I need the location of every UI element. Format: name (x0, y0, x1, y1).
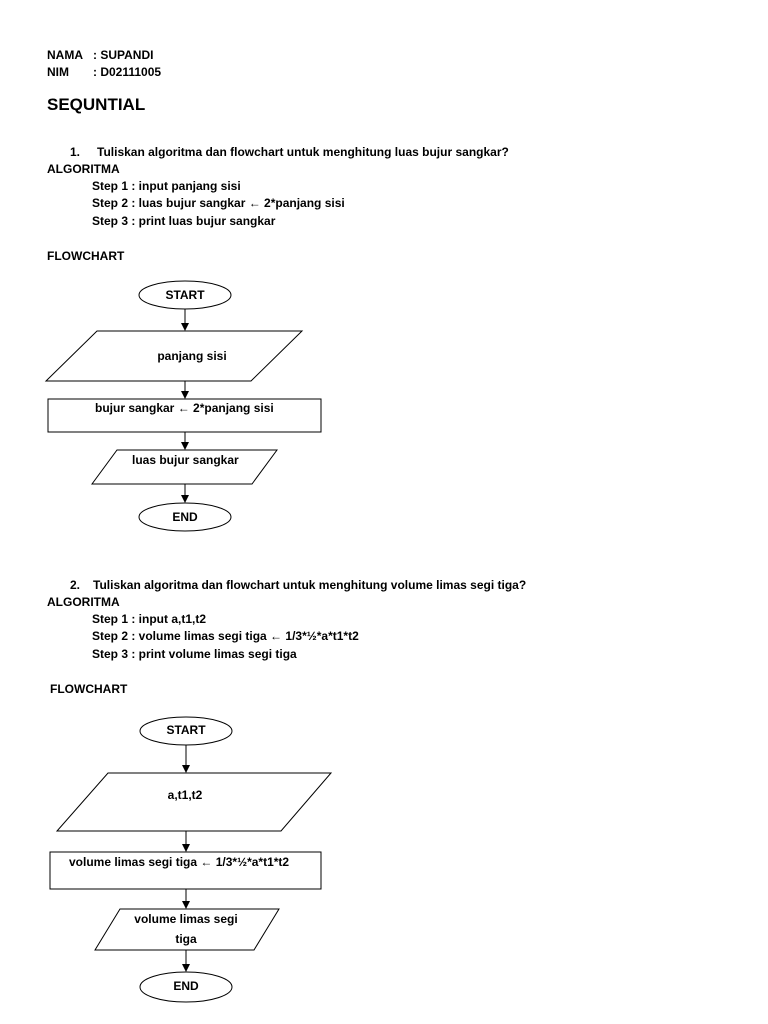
q1-question: Tuliskan algoritma dan flowchart untuk m… (97, 145, 509, 159)
fc1-output-parallelogram (91, 449, 278, 485)
q1-algoritma-label: ALGORITMA (47, 162, 120, 176)
q2-step-1: Step 1 : input a,t1,t2 (92, 612, 207, 626)
q1-step-2: Step 2 : luas bujur sangkar ← 2*panjang … (92, 196, 345, 210)
page-title: SEQUNTIAL (47, 95, 146, 114)
nama-label: NAMA (47, 48, 83, 62)
fc2-output-parallelogram (94, 908, 280, 951)
q1-step-1: Step 1 : input panjang sisi (92, 179, 241, 193)
q2-flowchart-label: FLOWCHART (50, 682, 128, 696)
fc2-start-text: START (166, 723, 206, 737)
q2-number: 2. (70, 578, 81, 592)
q2-step-2: Step 2 : volume limas segi tiga ← 1/3*½*… (92, 629, 359, 643)
fc2-end-text: END (173, 979, 199, 993)
fc2-input-text: a,t1,t2 (168, 788, 203, 802)
fc2-process-text: volume limas segi tiga ← 1/3*½*a*t1*t2 (69, 855, 289, 869)
nama-value: : SUPANDI (93, 48, 154, 62)
fc2-input-parallelogram (55, 772, 333, 832)
q1-number: 1. (70, 145, 81, 159)
fc2-output-text-line2: tiga (175, 932, 197, 946)
q2-step-3: Step 3 : print volume limas segi tiga (92, 647, 297, 661)
fc2-output-text-line1: volume limas segi (134, 912, 237, 926)
nim-value: : D02111005 (93, 65, 162, 79)
fc1-start-text: START (165, 288, 205, 302)
nim-label: NIM (47, 65, 69, 79)
fc2-end-terminator (139, 971, 233, 1003)
fc1-input-text: panjang sisi (157, 349, 226, 363)
q2-algoritma-label: ALGORITMA (47, 595, 120, 609)
fc1-input-parallelogram (44, 330, 304, 382)
fc1-process-text: bujur sangkar ← 2*panjang sisi (95, 401, 274, 415)
q1-step-3: Step 3 : print luas bujur sangkar (92, 214, 276, 228)
q2-question: Tuliskan algoritma dan flowchart untuk m… (93, 578, 527, 592)
q1-flowchart-label: FLOWCHART (47, 249, 125, 263)
fc1-output-text: luas bujur sangkar (132, 453, 239, 467)
fc1-end-text: END (172, 510, 198, 524)
fc1-end-terminator (138, 502, 232, 532)
